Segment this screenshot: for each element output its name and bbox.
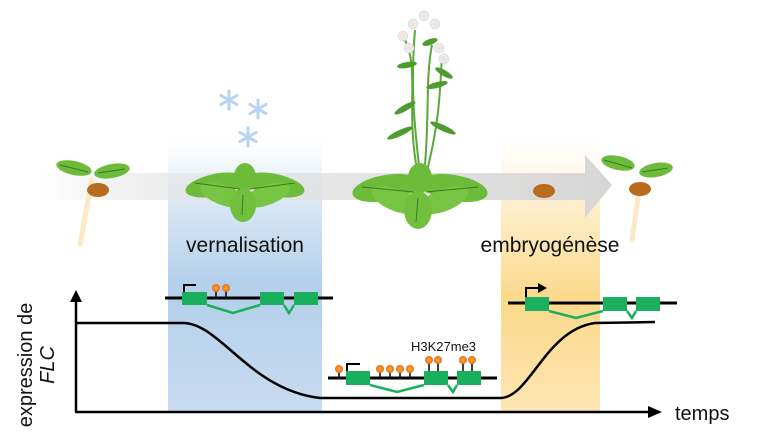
methyl-mark (468, 356, 476, 364)
tss-arrow-icon (525, 287, 540, 297)
seed (87, 183, 109, 197)
y-axis-label-line1: expression de (15, 303, 37, 428)
methyl-mark (406, 365, 414, 373)
vernalisation-label: vernalisation (186, 234, 304, 257)
h3k27me3-label: H3K27me3 (411, 339, 476, 354)
methyl-mark (335, 365, 343, 373)
seedling-right (601, 155, 673, 243)
snowflake-icon (238, 126, 258, 148)
methyl-mark (459, 356, 467, 364)
embryogenesis-label: embryogénèse (481, 234, 620, 257)
snowflake-icon (248, 98, 268, 120)
snowflake-icon (219, 89, 239, 111)
flc-gene-active (165, 284, 333, 316)
flc-gene-reactivated (508, 283, 677, 321)
tss-arrow-icon (346, 363, 360, 373)
flc-gene-silenced: H3K27me3 (328, 339, 497, 395)
methyl-mark (212, 284, 220, 292)
progression-arrow (40, 155, 612, 218)
y-axis-arrowhead (70, 290, 82, 302)
flowering-plant (352, 10, 488, 229)
splicing-lines (206, 303, 296, 316)
methyl-mark (376, 365, 384, 373)
methyl-mark (434, 356, 442, 364)
tss-arrow-icon (183, 284, 196, 293)
methyl-mark (396, 365, 404, 373)
axes (70, 290, 662, 418)
flc-expression-curve (76, 320, 656, 400)
methyl-mark (425, 356, 433, 364)
h3k27me3-marks (212, 284, 230, 298)
snowflake-icons (219, 89, 268, 148)
x-axis-arrowhead (648, 406, 662, 418)
methyl-mark (222, 284, 230, 292)
x-axis-label: temps (675, 403, 729, 425)
y-axis-label-line2: FLC (37, 346, 59, 384)
seed-embryo (533, 184, 555, 198)
seedling-left (56, 160, 130, 247)
methyl-mark (386, 365, 394, 373)
rosette-plant (185, 163, 305, 222)
